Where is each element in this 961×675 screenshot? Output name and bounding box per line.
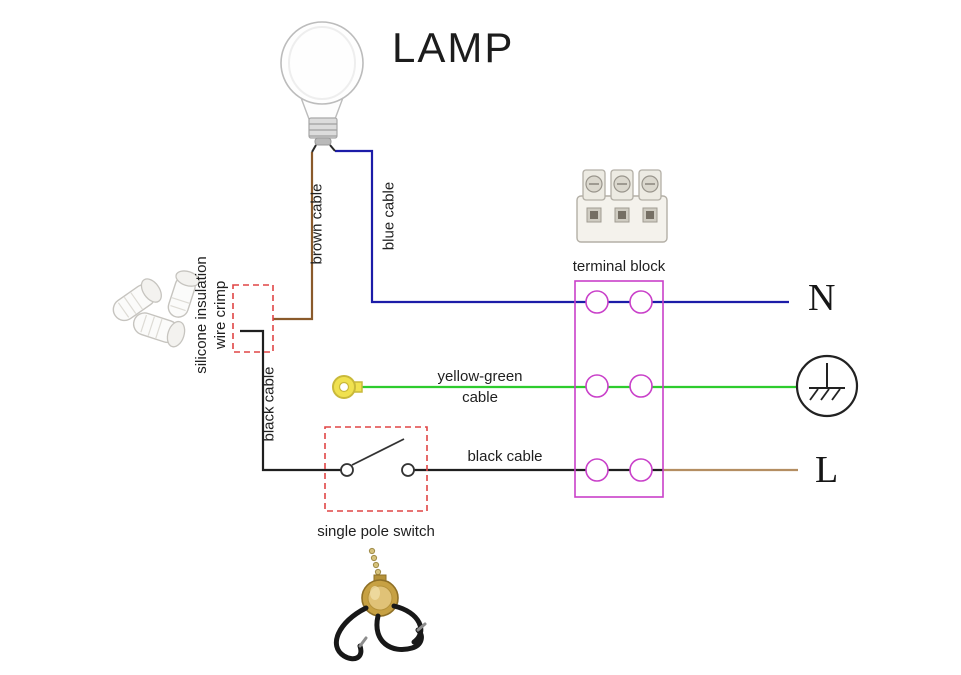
blue-wire — [335, 149, 789, 304]
terminal-circle — [585, 458, 609, 482]
pull-switch-photo — [333, 547, 427, 662]
wire-crimp-label-line1: silicone insulation — [193, 256, 210, 374]
terminal-circle — [629, 374, 653, 398]
black-cable-mid-label: black cable — [467, 448, 543, 465]
switch-symbol — [340, 438, 415, 477]
wire-crimp-photo — [112, 270, 200, 348]
yellow-green-cable-label-line2: cable — [462, 389, 498, 406]
terminal-block-photo — [576, 169, 668, 243]
lamp-bulb-illustration — [280, 21, 364, 153]
terminal-circle — [585, 374, 609, 398]
black-cable-left-label: black cable — [260, 366, 278, 442]
brown-wire — [273, 152, 314, 321]
terminal-block-symbol — [574, 280, 664, 498]
wire-crimp-label-line2: wire crimp — [212, 280, 229, 350]
yellow-green-cable-label-line1: yellow-green — [437, 368, 523, 385]
terminal-circle — [585, 290, 609, 314]
blue-cable-label: blue cable — [380, 181, 398, 251]
yellow-green-cable-label: yellow-green cable — [410, 366, 550, 408]
neutral-terminal-label: N — [808, 277, 836, 319]
terminal-circle — [629, 458, 653, 482]
wire-crimp-box — [232, 284, 274, 353]
black-wire-switch-leg — [240, 329, 341, 472]
switch-box — [324, 426, 428, 512]
brown-cable-label: brown cable — [308, 183, 326, 265]
live-terminal-label: L — [815, 449, 839, 491]
terminal-block-label: terminal block — [572, 258, 666, 275]
ring-terminal — [332, 375, 363, 399]
wire-crimp-label: silicone insulation wire crimp — [192, 256, 230, 374]
earth-ground-symbol — [795, 354, 859, 418]
lamp-label: LAMP — [392, 24, 515, 71]
terminal-circle — [629, 290, 653, 314]
single-pole-switch-label: single pole switch — [317, 523, 435, 540]
